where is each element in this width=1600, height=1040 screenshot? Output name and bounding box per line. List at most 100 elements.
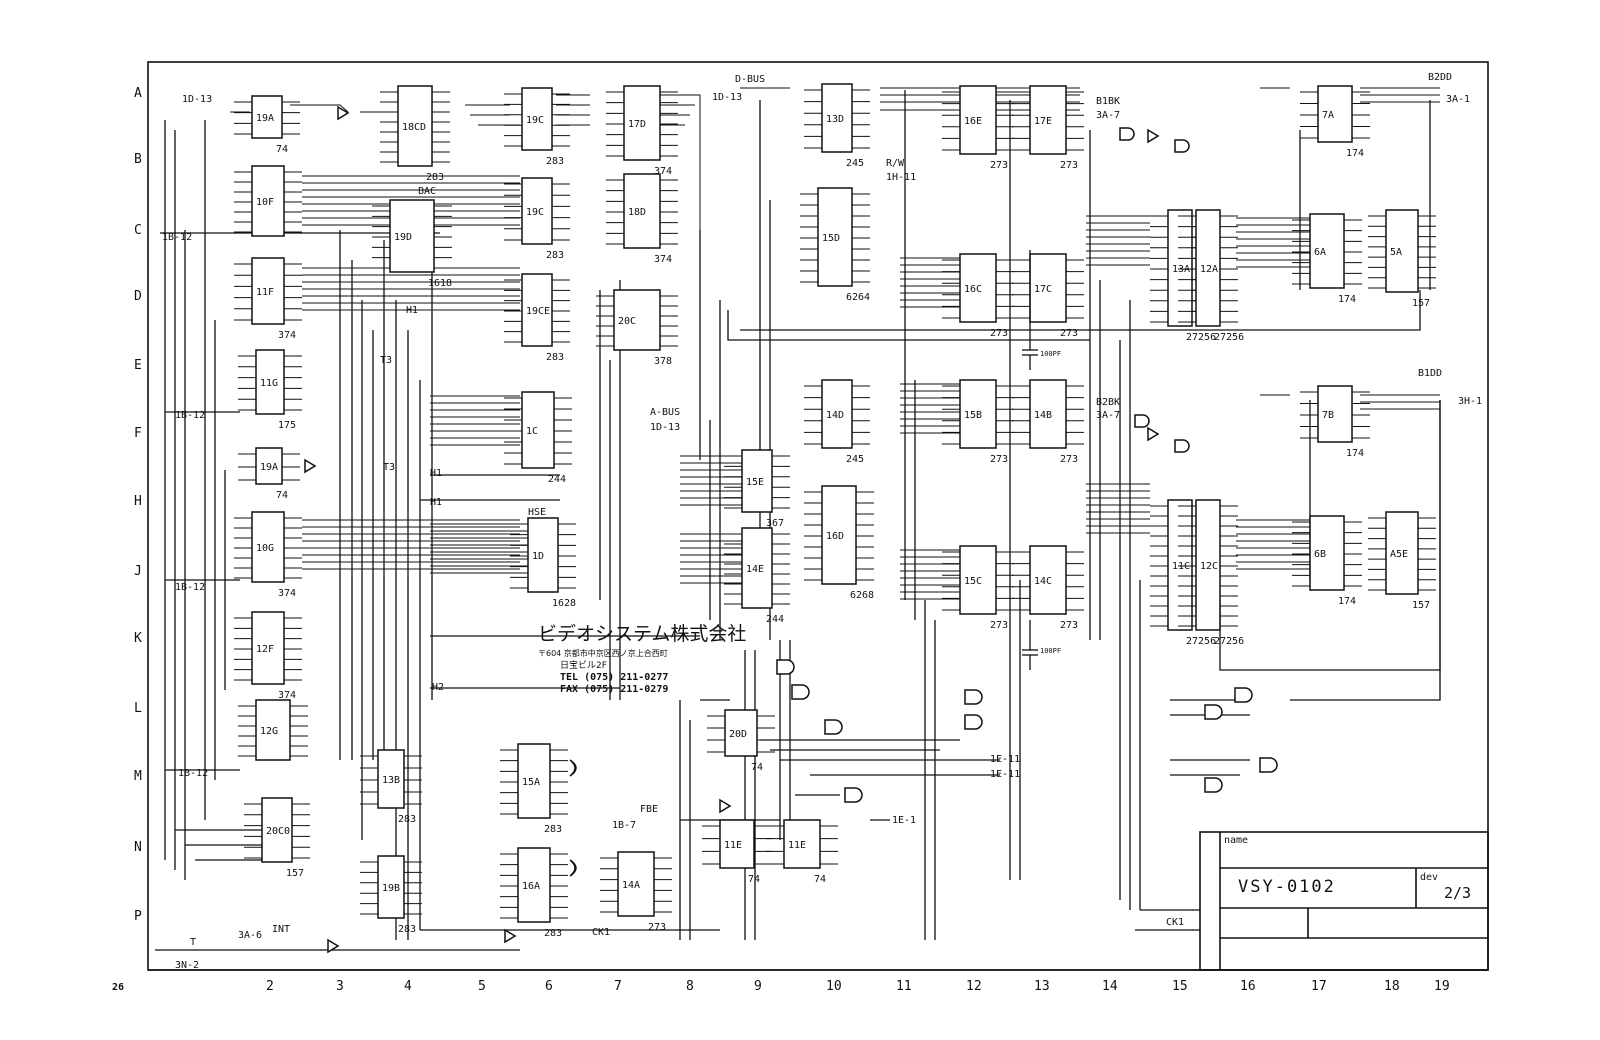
chip-ref: 11E bbox=[788, 840, 806, 851]
chip-part: 74 bbox=[276, 490, 288, 501]
chip-part: 244 bbox=[548, 474, 566, 485]
nand-gate bbox=[824, 719, 843, 735]
net-ref: 3A-7 bbox=[1096, 410, 1120, 421]
chip-ref: 14B bbox=[1034, 410, 1052, 421]
nand-gate bbox=[844, 787, 863, 803]
chip-ref: 5A bbox=[1390, 247, 1402, 258]
chip-ref: 17D bbox=[628, 119, 646, 130]
or-gate bbox=[964, 689, 983, 705]
capacitor-1: 100PF bbox=[1022, 250, 1061, 370]
net-ref: 1B-12 bbox=[175, 410, 205, 421]
net-ref: 1E-11 bbox=[990, 769, 1020, 780]
chip-part: 244 bbox=[766, 614, 784, 625]
company-stamp: ビデオシステム株式会社 〒604 京都市中京区西ノ京上合西町 日宝ビル2F TE… bbox=[538, 623, 746, 695]
chip-part: 378 bbox=[654, 356, 672, 367]
net-ref: 1B-12 bbox=[178, 768, 208, 779]
net-ref: 3A-1 bbox=[1446, 94, 1470, 105]
or-gate bbox=[964, 714, 983, 730]
column-label: 16 bbox=[1240, 979, 1256, 994]
title-rev-label: dev bbox=[1420, 872, 1438, 883]
net-h2: H2 bbox=[432, 682, 444, 693]
net-b2bk: B2BK bbox=[1096, 397, 1120, 408]
chip-ref: 19D bbox=[394, 232, 412, 243]
net-ref: 1H-11 bbox=[886, 172, 916, 183]
chip-part: 283 bbox=[544, 928, 562, 939]
chip-part: 6268 bbox=[850, 590, 874, 601]
chip-ref: A5E bbox=[1390, 549, 1408, 560]
chip-ref: 6A bbox=[1314, 247, 1326, 258]
net-h1: H1 bbox=[430, 497, 442, 508]
chip-ref: 17E bbox=[1034, 116, 1052, 127]
chip-ref: 18D bbox=[628, 207, 646, 218]
net-ck1: CK1 bbox=[592, 927, 610, 938]
chip-layer: 19A7410F11F37411G17519A7410G37412F37412G… bbox=[234, 83, 1436, 939]
svg-text:100PF: 100PF bbox=[1040, 647, 1061, 655]
chip-part: 74 bbox=[751, 762, 763, 773]
net-d-bus: D-BUS bbox=[735, 74, 765, 85]
net-ref: 3N-2 bbox=[175, 960, 199, 971]
inverter bbox=[1147, 426, 1160, 442]
chip-ref: 1D bbox=[532, 551, 544, 562]
company-tel: TEL (075) 211-0277 bbox=[560, 672, 668, 683]
chip-part: 283 bbox=[544, 824, 562, 835]
column-label: 18 bbox=[1384, 979, 1400, 994]
chip-part: 245 bbox=[846, 454, 864, 465]
capacitor-2: 100PF bbox=[1022, 620, 1061, 670]
chip-10f: 10F bbox=[234, 165, 302, 237]
column-label: 2 bbox=[266, 979, 274, 994]
company-fax: FAX (075) 211-0279 bbox=[560, 684, 668, 695]
chip-part: 367 bbox=[766, 518, 784, 529]
row-label: L bbox=[134, 701, 142, 716]
net-h1: H1 bbox=[430, 468, 442, 479]
chip-12g: 12G bbox=[238, 699, 308, 761]
chip-ref: 14A bbox=[622, 880, 640, 891]
chip-ref: 16C bbox=[964, 284, 982, 295]
chip-part: 1618 bbox=[428, 278, 452, 289]
chip-ref: 12C bbox=[1200, 561, 1218, 572]
inverter bbox=[1147, 128, 1160, 144]
chip-part: 157 bbox=[1412, 600, 1430, 611]
chip-part: 273 bbox=[990, 160, 1008, 171]
chip-ref: 19B bbox=[382, 883, 400, 894]
net-ck1: CK1 bbox=[1166, 917, 1184, 928]
chip-ref: 20C bbox=[618, 316, 636, 327]
chip-part: 283 bbox=[546, 156, 564, 167]
chip-part: 6264 bbox=[846, 292, 870, 303]
net-ref: 3H-1 bbox=[1458, 396, 1482, 407]
column-label: 14 bbox=[1102, 979, 1118, 994]
and-gate bbox=[1119, 127, 1135, 141]
column-label: 9 bbox=[754, 979, 762, 994]
chip-ref: 12F bbox=[256, 644, 274, 655]
net-labels: 1D-13 D-BUS 1D-13 A-BUS 1D-13 B2DD 3A-1 … bbox=[162, 72, 1482, 971]
net-bac: BAC bbox=[418, 186, 436, 197]
chip-part: 283 bbox=[398, 814, 416, 825]
xor-gate bbox=[569, 759, 577, 777]
chip-ref: 19CE bbox=[526, 306, 550, 317]
chip-ref: 16D bbox=[826, 531, 844, 542]
buffer bbox=[337, 105, 350, 121]
net-ref: 1D-13 bbox=[712, 92, 742, 103]
net-ref: 3A-7 bbox=[1096, 110, 1120, 121]
nand-gate bbox=[1234, 687, 1253, 703]
row-label: H bbox=[134, 494, 142, 509]
